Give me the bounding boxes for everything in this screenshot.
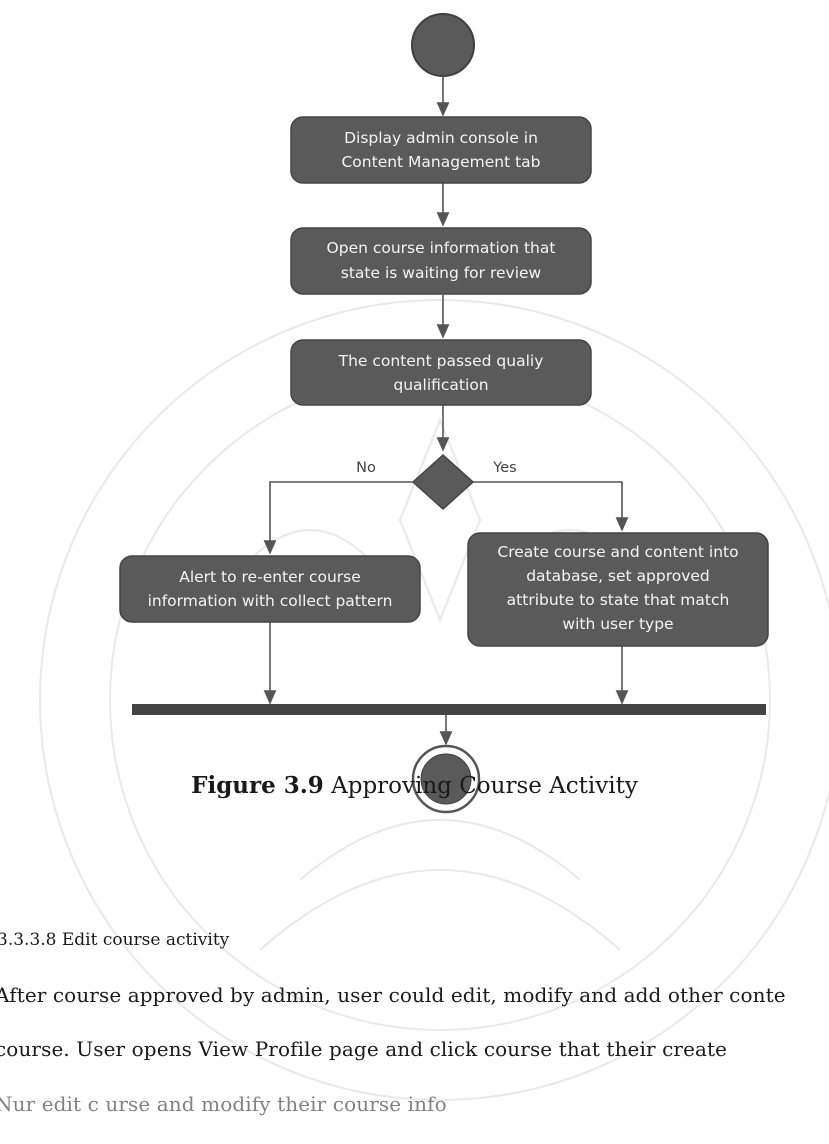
action-alert-reenter: Alert to re-enter course information wit… [119, 555, 421, 623]
paragraph-line: course. User opens View Profile page and… [0, 1037, 728, 1061]
join-bar [132, 704, 766, 715]
action-label-line: Content Management tab [341, 153, 540, 171]
end-node [411, 744, 481, 814]
action-label-line: information with collect pattern [148, 592, 393, 610]
start-node [411, 13, 475, 77]
decision-node [411, 453, 475, 511]
figure-caption: Figure 3.9 Approving Course Activity [0, 772, 829, 799]
edge-decision-no [263, 481, 418, 555]
action-label-line: The content passed qualiy [338, 352, 544, 370]
action-label-line: Alert to re-enter course [179, 568, 361, 586]
guard-no-label: No [356, 460, 376, 476]
action-label-line: with user type [562, 615, 673, 633]
action-label-line: database, set approved [526, 567, 710, 585]
section-heading: 3.3.3.8 Edit course activity [0, 930, 230, 950]
paragraph-line: After course approved by admin, user cou… [0, 983, 786, 1007]
action-content-passed-quality: The content passed qualiy qualification [290, 339, 592, 406]
action-display-admin-console: Display admin console in Content Managem… [290, 116, 592, 184]
paragraph-line: Nur edit c urse and modify their course … [0, 1092, 447, 1116]
action-open-course-information: Open course information that state is wa… [290, 227, 592, 295]
action-label-line: Create course and content into [497, 543, 738, 561]
guard-yes-label: Yes [492, 460, 516, 476]
action-label-line: attribute to state that match [507, 591, 730, 609]
action-label-line: qualification [393, 376, 488, 394]
figure-title: Approving Course Activity [323, 773, 638, 799]
activity-diagram: Display admin console in Content Managem… [119, 13, 769, 814]
action-label-line: state is waiting for review [341, 264, 542, 282]
figure-label: Figure 3.9 [191, 772, 324, 799]
action-label-line: Open course information that [327, 239, 556, 257]
action-create-course: Create course and content into database,… [467, 532, 769, 647]
action-label-line: Display admin console in [344, 129, 538, 147]
edge-decision-yes [468, 481, 629, 532]
